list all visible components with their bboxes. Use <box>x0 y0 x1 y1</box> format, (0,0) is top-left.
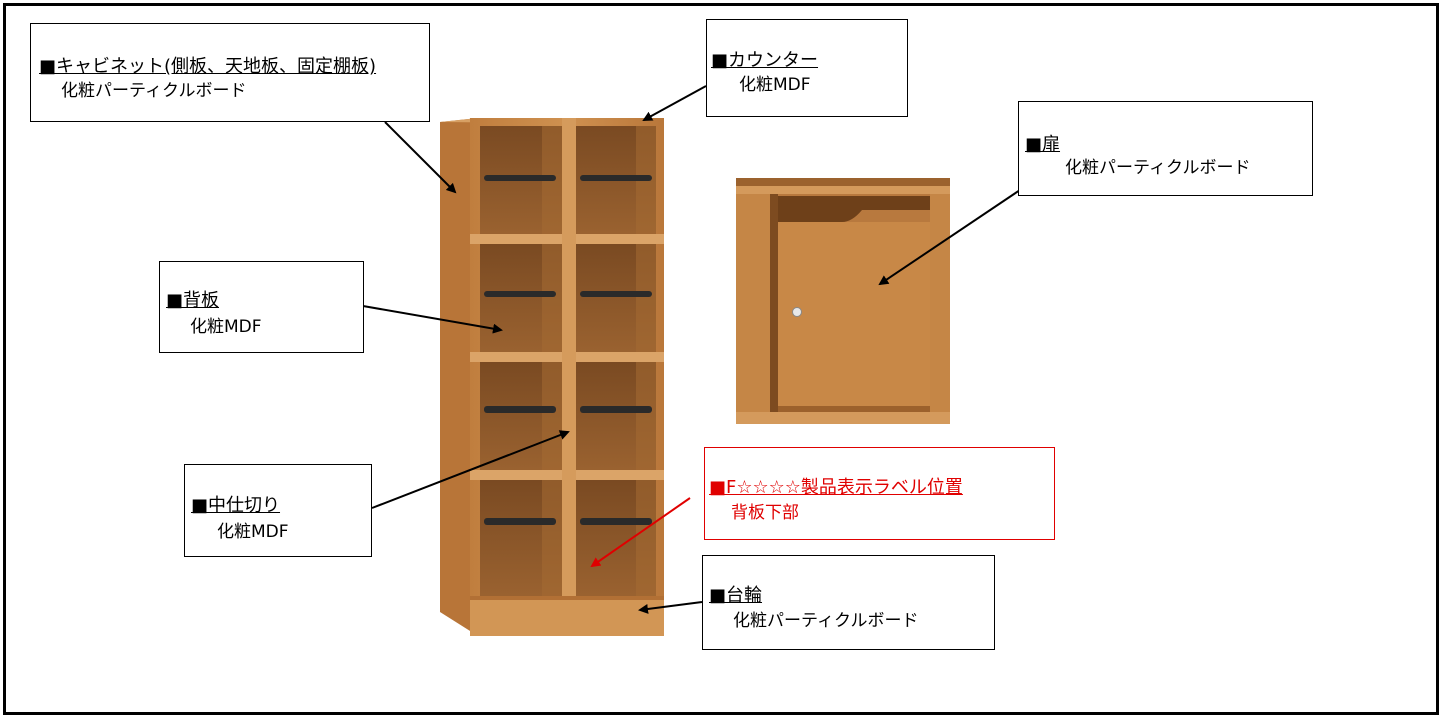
arrow-divider <box>371 430 570 509</box>
callout-title: ■背板 <box>166 290 220 311</box>
callout-door: ■扉 化粧パーティクルボード <box>1018 101 1313 196</box>
callout-label-position: ■F☆☆☆☆製品表示ラベル位置 背板下部 <box>704 447 1055 540</box>
callout-back-panel: ■背板 化粧MDF <box>159 261 364 353</box>
door-detail-illustration <box>736 178 950 424</box>
arrow-base <box>638 601 703 614</box>
callout-divider: ■中仕切り 化粧MDF <box>184 464 372 557</box>
arrow-back-panel <box>362 305 503 334</box>
arrow-label-position <box>590 497 691 568</box>
leader-arrows <box>362 85 1021 614</box>
callout-material: 化粧MDF <box>217 522 289 542</box>
callout-material: 背板下部 <box>731 503 799 523</box>
callout-title: ■扉 <box>1025 134 1061 155</box>
base-plinth <box>470 596 664 636</box>
callout-title: ■中仕切り <box>191 495 281 516</box>
callout-material: 化粧パーティクルボード <box>61 81 247 101</box>
lock-icon <box>792 307 802 317</box>
arrow-cabinet <box>384 121 457 194</box>
arrow-door <box>878 189 1021 286</box>
arrow-counter <box>642 85 707 121</box>
callout-title: ■カウンター <box>711 50 819 71</box>
cabinet-side-panel <box>440 118 478 636</box>
center-divider <box>562 118 576 596</box>
callout-base: ■台輪 化粧パーティクルボード <box>702 555 995 650</box>
callout-material: 化粧MDF <box>739 75 811 95</box>
callout-title: ■台輪 <box>709 585 763 606</box>
callout-counter: ■カウンター 化粧MDF <box>706 19 908 117</box>
dark-rails <box>484 175 652 525</box>
callout-cabinet: ■キャビネット(側板、天地板、固定棚板) 化粧パーティクルボード <box>30 23 430 122</box>
callout-material: 化粧MDF <box>190 317 262 337</box>
callout-title: ■キャビネット(側板、天地板、固定棚板) <box>39 56 377 77</box>
bookcase-illustration <box>440 118 664 636</box>
callout-title: ■F☆☆☆☆製品表示ラベル位置 <box>709 477 963 498</box>
callout-material: 化粧パーティクルボード <box>1065 158 1251 178</box>
callout-material: 化粧パーティクルボード <box>733 611 919 631</box>
